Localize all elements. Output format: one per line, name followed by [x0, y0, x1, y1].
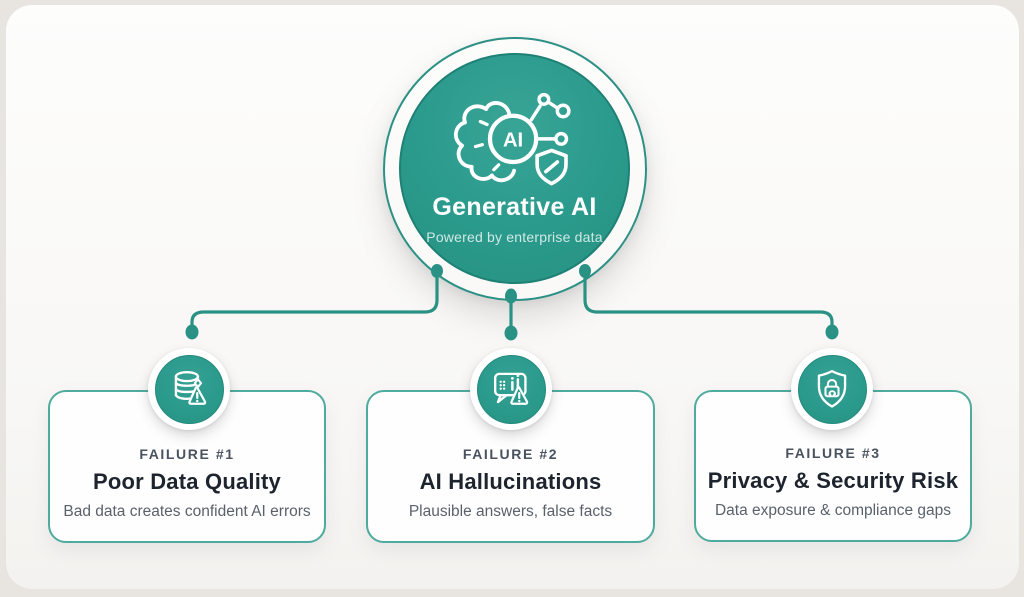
- card2-badge: [470, 348, 552, 430]
- card2-description: Plausible answers, false facts: [408, 503, 613, 520]
- card3-badge: [791, 348, 873, 430]
- card1-title: Poor Data Quality: [93, 469, 281, 494]
- card3-badge-circle: [797, 354, 867, 424]
- card1-badge: [148, 348, 230, 430]
- card2-label: FAILURE #2: [462, 446, 559, 462]
- chat-warning-icon: [494, 372, 529, 405]
- shield-lock-icon: [817, 369, 847, 408]
- card1-label: FAILURE #1: [139, 446, 235, 462]
- hub-outer-ring: AI Generative AI Powered by enterprise d…: [383, 37, 647, 301]
- card2-badge-circle: [476, 354, 546, 424]
- card3-label: FAILURE #3: [785, 445, 881, 461]
- hub-circle: AI Generative AI Powered by enterprise d…: [399, 53, 630, 284]
- card3-description: Data exposure & compliance gaps: [714, 502, 952, 519]
- database-warning-icon: [174, 370, 207, 405]
- card3-title: Privacy & Security Risk: [707, 468, 959, 493]
- card2-title: AI Hallucinations: [419, 469, 602, 494]
- failure-card-3: FAILURE #3 Privacy & Security Risk Data …: [694, 390, 972, 542]
- card1-description: Bad data creates confident AI errors: [63, 503, 311, 520]
- hub-title: Generative AI: [432, 193, 597, 221]
- hub-subtitle: Powered by enterprise data: [426, 229, 603, 245]
- ai-brain-network-shield-icon: AI: [453, 92, 571, 186]
- svg-text:AI: AI: [502, 130, 522, 152]
- card1-badge-circle: [154, 354, 224, 424]
